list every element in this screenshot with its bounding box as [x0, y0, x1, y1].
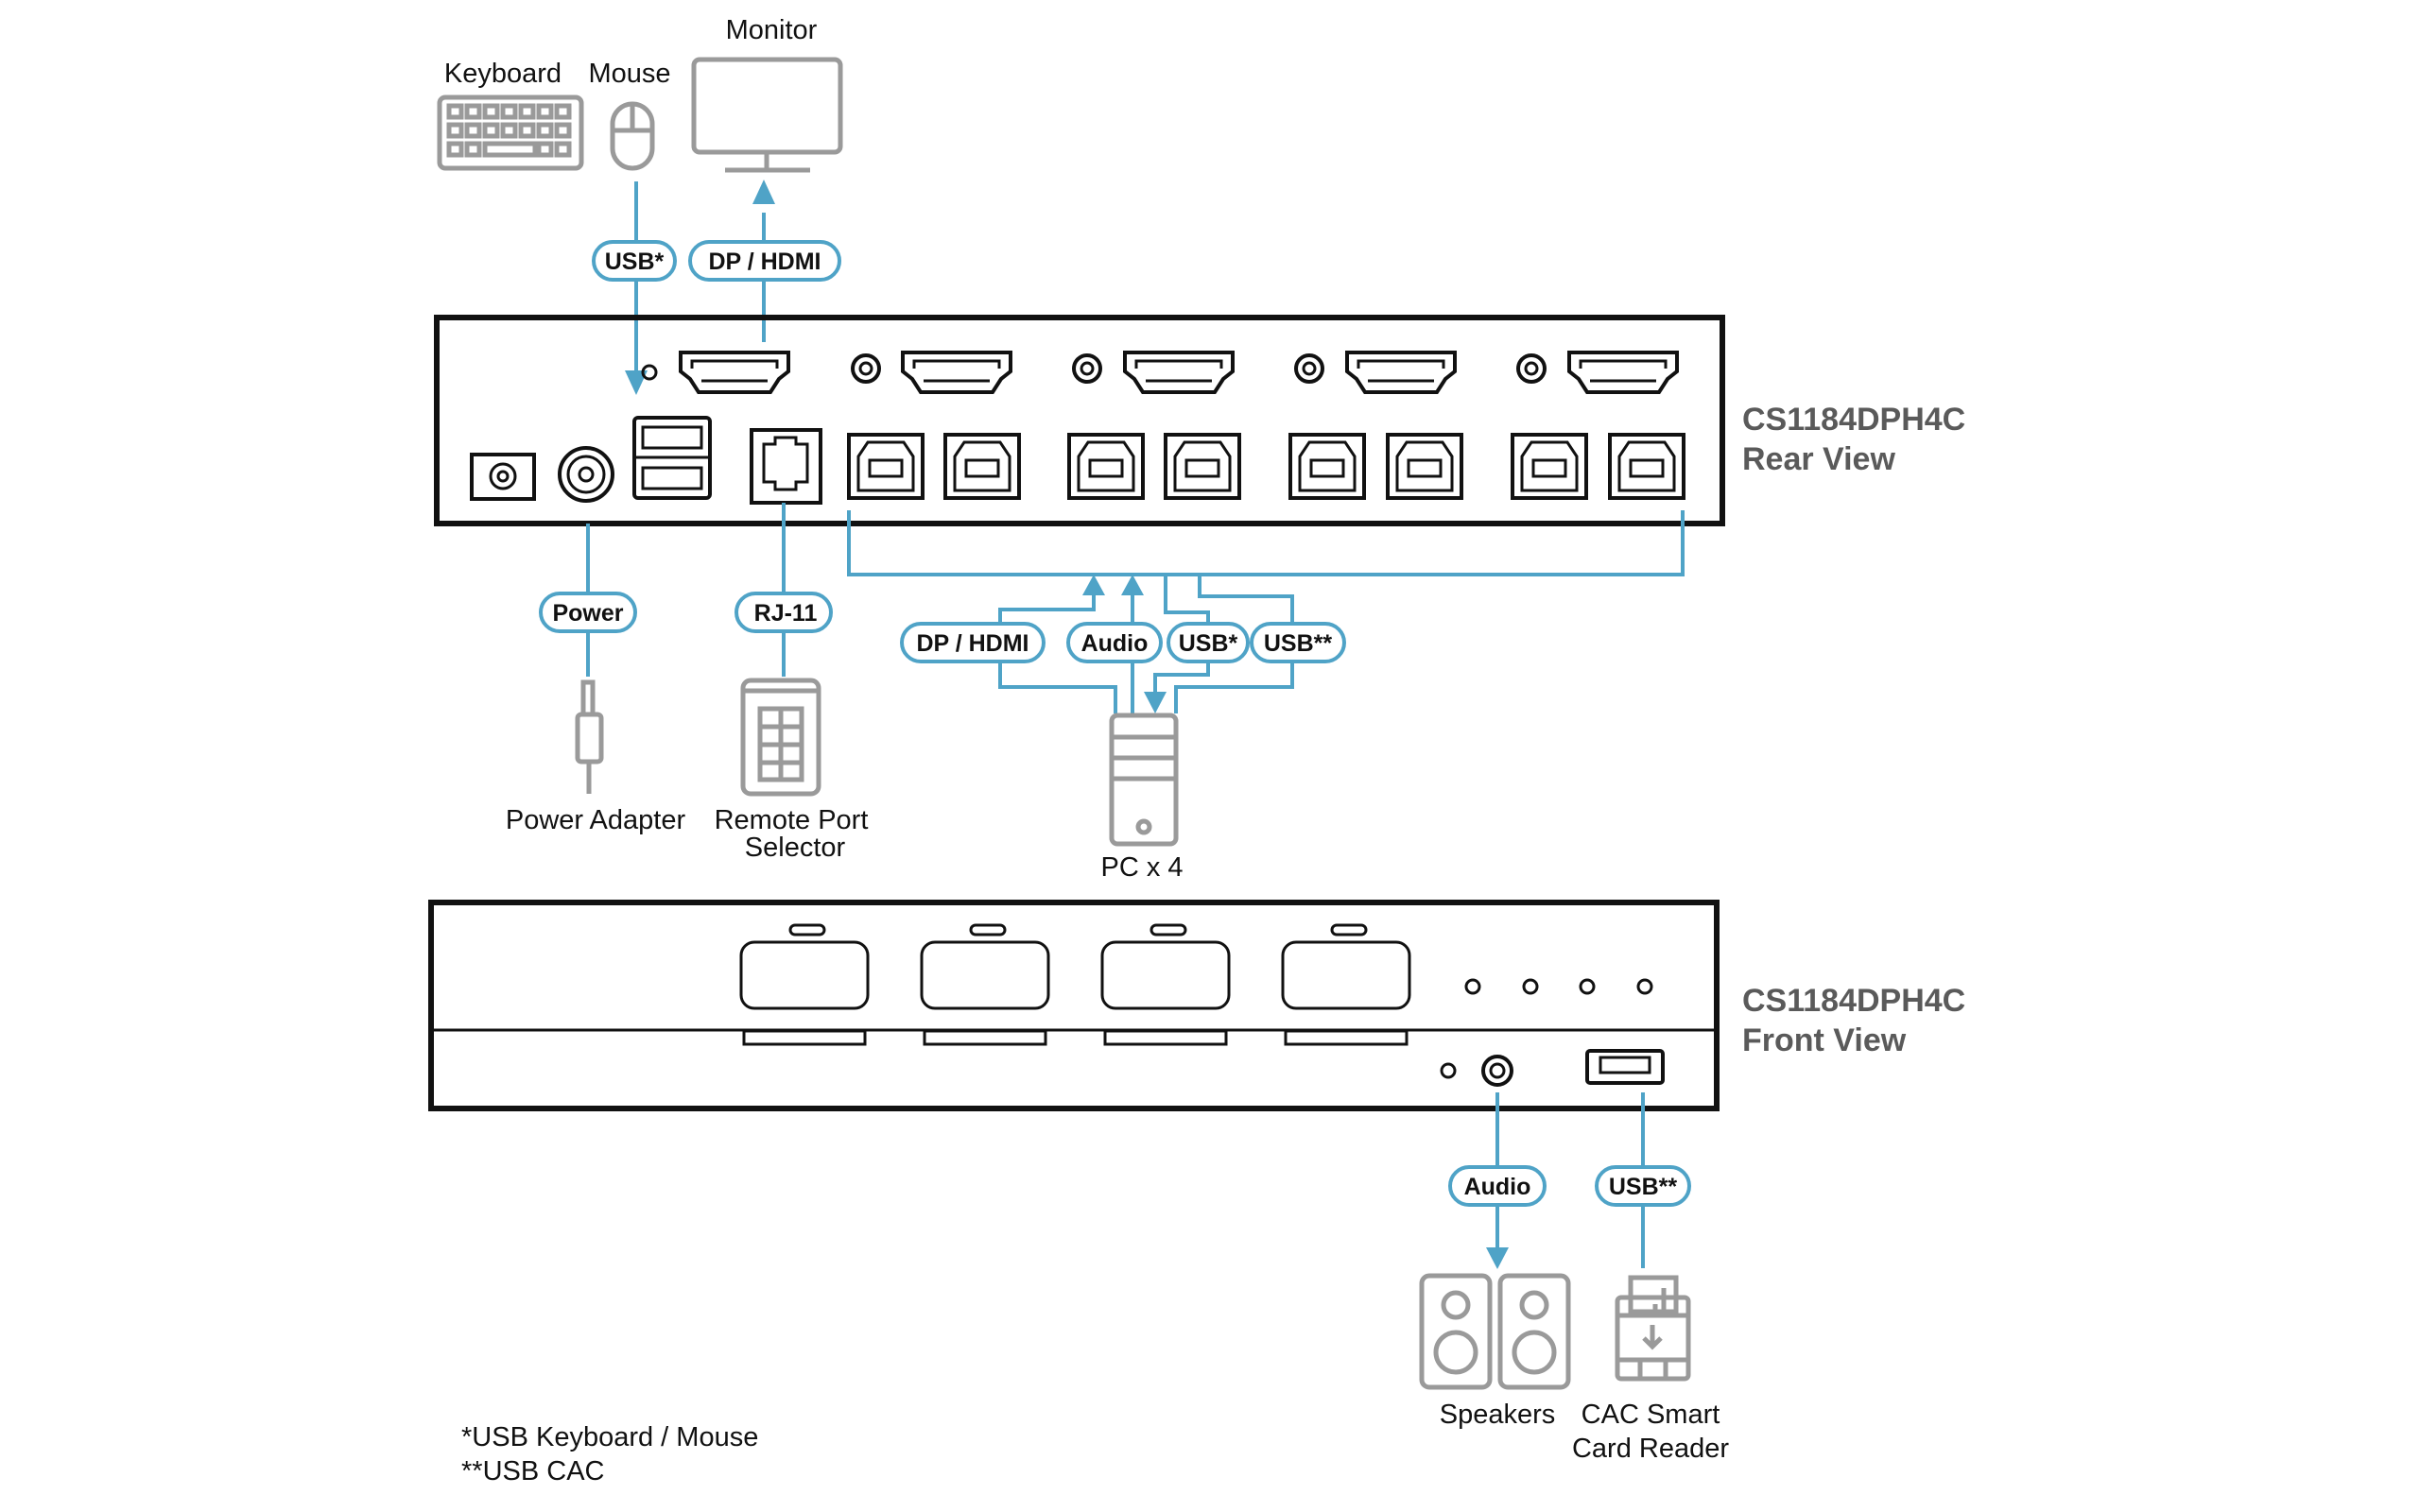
footnote-usb-keyboard-mouse: *USB Keyboard / Mouse — [461, 1422, 758, 1452]
keyboard-label: Keyboard — [444, 59, 562, 89]
pc-usb-cac-label: USB** — [1264, 630, 1333, 657]
pc-usb-cac-cable — [1174, 575, 1294, 713]
port-button[interactable] — [1100, 923, 1231, 1046]
usb-b-port — [847, 433, 925, 500]
console-usb-label: USB* — [605, 249, 665, 275]
usb-b-port — [1067, 433, 1145, 500]
status-led — [1636, 978, 1653, 995]
status-led — [1464, 978, 1481, 995]
console-video-pill: DP / HDMI — [688, 240, 841, 282]
mouse-icon — [610, 101, 655, 171]
cac-reader-label-1: CAC Smart — [1582, 1400, 1720, 1430]
console-usb-a-ports — [632, 416, 712, 500]
console-usb-pill: USB* — [592, 240, 677, 282]
status-led — [1579, 978, 1596, 995]
front-model-title: CS1184DPH4C — [1742, 983, 1965, 1019]
monitor-label: Monitor — [726, 15, 818, 45]
monitor-icon — [691, 57, 843, 173]
audio-jack — [1516, 353, 1547, 384]
port-button[interactable] — [1281, 923, 1411, 1046]
audio-jack — [1072, 353, 1102, 384]
pc-usb-cable — [1144, 575, 1210, 713]
power-adapter-label: Power Adapter — [506, 805, 686, 835]
rj11-cable-label: RJ-11 — [754, 600, 818, 627]
pc-bus-cable — [847, 510, 1685, 576]
rj11-port — [750, 428, 822, 505]
usb-b-ports — [847, 433, 1685, 500]
remote-port-selector-label-2: Selector — [745, 833, 846, 863]
hdmi-ports — [679, 351, 1679, 394]
dc-power-port — [470, 453, 536, 501]
usb-b-port — [1608, 433, 1685, 500]
power-jack — [558, 446, 614, 503]
port-button[interactable] — [739, 923, 870, 1046]
front-panel — [428, 900, 1720, 1111]
audio-jacks — [851, 353, 1547, 384]
pc-usb-label: USB* — [1179, 630, 1238, 657]
rear-view-title: Rear View — [1742, 441, 1895, 477]
power-adapter-icon — [575, 679, 604, 794]
front-audio-cable — [1486, 1092, 1509, 1269]
footnote-usb-cac: **USB CAC — [461, 1456, 605, 1486]
audio-jack — [851, 353, 881, 384]
pc-label: PC x 4 — [1100, 852, 1183, 883]
front-usb-port — [1585, 1049, 1665, 1085]
power-cable-label: Power — [552, 600, 623, 627]
front-usb-cac-pill: USB** — [1595, 1165, 1691, 1207]
power-pill: Power — [539, 592, 637, 633]
hdmi-port — [901, 351, 1012, 394]
rear-led — [641, 364, 658, 381]
console-usb-cable — [625, 181, 648, 395]
front-usb-cac-label: USB** — [1609, 1174, 1678, 1200]
remote-port-selector-icon — [740, 678, 821, 797]
pc-audio-label: Audio — [1081, 630, 1149, 657]
mouse-label: Mouse — [588, 59, 670, 89]
status-led — [1522, 978, 1539, 995]
port-button[interactable] — [920, 923, 1050, 1046]
front-audio-pill: Audio — [1448, 1165, 1547, 1207]
speakers-label: Speakers — [1440, 1400, 1556, 1430]
cac-reader-icon — [1615, 1275, 1691, 1382]
status-leds — [1464, 978, 1653, 995]
usb-b-port — [1386, 433, 1463, 500]
front-audio-jack — [1481, 1055, 1513, 1087]
hdmi-port — [1345, 351, 1457, 394]
usb-b-port — [1511, 433, 1588, 500]
rear-panel — [434, 315, 1725, 526]
cac-reader-label-2: Card Reader — [1572, 1434, 1729, 1464]
pc-usb-pill: USB* — [1167, 622, 1250, 663]
hdmi-port — [1123, 351, 1235, 394]
usb-b-port — [1164, 433, 1241, 500]
remote-port-selector-label-1: Remote Port — [715, 805, 869, 835]
console-video-label: DP / HDMI — [709, 249, 821, 275]
pc-video-cable — [998, 575, 1117, 713]
hdmi-port — [679, 351, 790, 394]
hdmi-port — [1567, 351, 1679, 394]
usb-b-port — [1288, 433, 1366, 500]
usb-b-port — [943, 433, 1021, 500]
rear-model-title: CS1184DPH4C — [1742, 402, 1965, 438]
port-selection-buttons — [739, 923, 1411, 1046]
pc-tower-icon — [1109, 713, 1179, 847]
pc-audio-pill: Audio — [1066, 622, 1163, 663]
pc-video-label: DP / HDMI — [917, 630, 1029, 657]
rj11-pill: RJ-11 — [735, 592, 833, 633]
pc-video-pill: DP / HDMI — [900, 622, 1046, 663]
front-view-title: Front View — [1742, 1022, 1907, 1058]
pc-usb-cac-pill: USB** — [1250, 622, 1346, 663]
front-audio-label: Audio — [1464, 1174, 1531, 1200]
speakers-icon — [1419, 1273, 1571, 1390]
front-audio-led — [1440, 1062, 1457, 1079]
audio-jack — [1294, 353, 1324, 384]
keyboard-icon — [437, 94, 584, 171]
